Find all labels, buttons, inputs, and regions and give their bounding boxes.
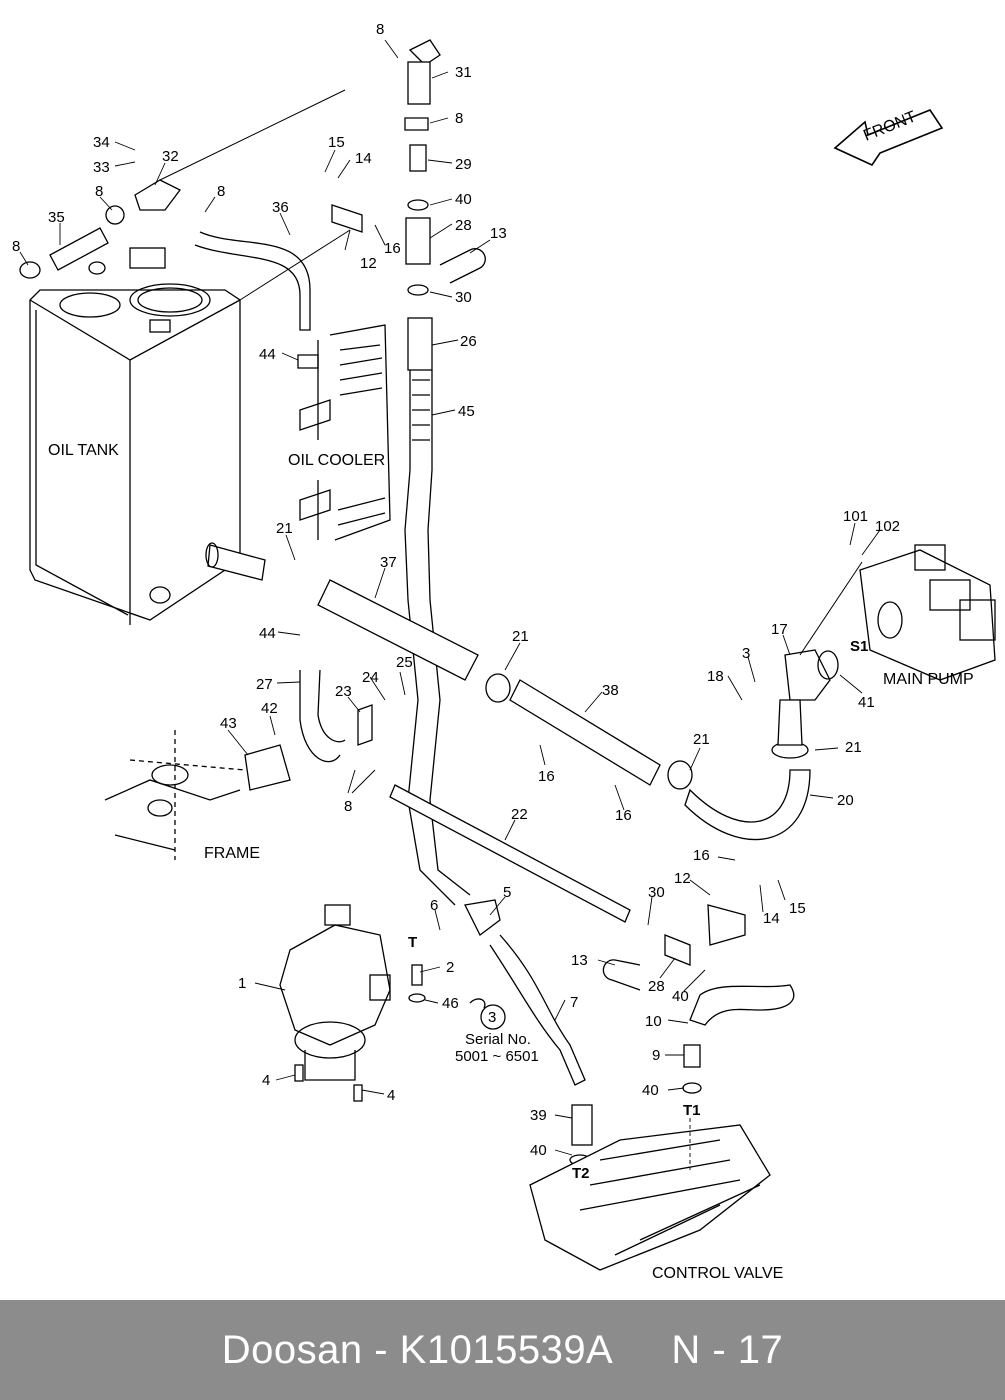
part-callout-18: 18 [707, 668, 724, 685]
part-callout-16: 16 [615, 807, 632, 824]
part-callout-9: 9 [652, 1047, 660, 1064]
part-callout-45: 45 [458, 403, 475, 420]
label-serial-range: 5001 ~ 6501 [455, 1048, 539, 1065]
part-callout-7: 7 [570, 994, 578, 1011]
footer-page-ref: N - 17 [671, 1327, 784, 1372]
part-callout-8: 8 [217, 183, 225, 200]
part-callout-14: 14 [763, 910, 780, 927]
footer-bar: Doosan - K1015539A N - 17 [0, 1300, 1005, 1400]
label-main-pump: MAIN PUMP [883, 671, 974, 688]
part-callout-20: 20 [837, 792, 854, 809]
part-callout-16: 16 [384, 240, 401, 257]
part-callout-27: 27 [256, 676, 273, 693]
part-callout-8: 8 [455, 110, 463, 127]
parts-diagram: OIL TANK OIL COOLER FRAME MAIN PUMP CONT… [12, 21, 996, 1282]
part-callout-46: 46 [442, 995, 459, 1012]
part-callout-5: 5 [503, 884, 511, 901]
part-callout-24: 24 [362, 669, 379, 686]
part-callout-12: 12 [360, 255, 377, 272]
part-callout-38: 38 [602, 682, 619, 699]
part-callout-37: 37 [380, 554, 397, 571]
footer-brand: Doosan [221, 1327, 363, 1372]
part-callout-23: 23 [335, 683, 352, 700]
part-callout-4: 4 [262, 1072, 270, 1089]
part-callout-8: 8 [12, 238, 20, 255]
part-callout-17: 17 [771, 621, 788, 638]
part-callout-44: 44 [259, 346, 276, 363]
part-callout-12: 12 [674, 870, 691, 887]
part-callout-33: 33 [93, 159, 110, 176]
label-port-t1: T1 [683, 1102, 701, 1119]
part-callout-40: 40 [672, 988, 689, 1005]
part-callout-32: 32 [162, 148, 179, 165]
label-port-t: T [408, 934, 417, 951]
footer-gap [613, 1328, 671, 1373]
part-callout-25: 25 [396, 654, 413, 671]
part-callout-44: 44 [259, 625, 276, 642]
label-circle-ref: 3 [488, 1009, 496, 1026]
part-callout-21: 21 [276, 520, 293, 537]
main-pump [859, 544, 996, 681]
part-callout-3: 3 [742, 645, 750, 662]
diagram-labels: OIL TANK OIL COOLER FRAME MAIN PUMP CONT… [48, 108, 974, 1282]
part-callout-14: 14 [355, 150, 372, 167]
control-valve [529, 1124, 771, 1271]
part-callout-6: 6 [430, 897, 438, 914]
part-callout-30: 30 [648, 884, 665, 901]
footer-part-number: K1015539A [399, 1327, 614, 1372]
label-frame: FRAME [204, 845, 260, 862]
part-callout-15: 15 [789, 900, 806, 917]
part-callout-34: 34 [93, 134, 110, 151]
part-callout-29: 29 [455, 156, 472, 173]
part-callout-21: 21 [693, 731, 710, 748]
part-callout-21: 21 [845, 739, 862, 756]
oil-tank [29, 247, 241, 625]
part-callout-10: 10 [645, 1013, 662, 1030]
swing-motor [279, 904, 391, 1081]
hydraulic-piping-diagram: OIL TANK OIL COOLER FRAME MAIN PUMP CONT… [12, 21, 996, 1282]
part-callout-26: 26 [460, 333, 477, 350]
part-callout-36: 36 [272, 199, 289, 216]
part-callout-101: 101 [843, 508, 868, 525]
part-callout-40: 40 [455, 191, 472, 208]
label-serial-no: Serial No. [465, 1031, 531, 1048]
label-control-valve: CONTROL VALVE [652, 1265, 783, 1282]
part-callout-35: 35 [48, 209, 65, 226]
oil-cooler [299, 324, 391, 541]
part-callout-41: 41 [858, 694, 875, 711]
part-callout-2: 2 [446, 959, 454, 976]
label-oil-cooler: OIL COOLER [288, 452, 385, 469]
part-callout-22: 22 [511, 806, 528, 823]
part-callout-30: 30 [455, 289, 472, 306]
part-callout-28: 28 [648, 978, 665, 995]
part-callout-8: 8 [344, 798, 352, 815]
part-callout-42: 42 [261, 700, 278, 717]
part-callout-16: 16 [693, 847, 710, 864]
part-callout-40: 40 [530, 1142, 547, 1159]
label-port-t2: T2 [572, 1165, 590, 1182]
part-callout-4: 4 [387, 1087, 395, 1104]
part-callout-102: 102 [875, 518, 900, 535]
label-oil-tank: OIL TANK [48, 442, 119, 459]
part-callout-21: 21 [512, 628, 529, 645]
footer-separator: - [362, 1327, 400, 1372]
part-callout-40: 40 [642, 1082, 659, 1099]
part-callout-13: 13 [571, 952, 588, 969]
part-callout-43: 43 [220, 715, 237, 732]
part-callout-1: 1 [238, 975, 246, 992]
part-callout-8: 8 [376, 21, 384, 38]
part-callout-28: 28 [455, 217, 472, 234]
part-callout-39: 39 [530, 1107, 547, 1124]
part-callout-8: 8 [95, 183, 103, 200]
part-callout-15: 15 [328, 134, 345, 151]
part-callout-16: 16 [538, 768, 555, 785]
part-callout-13: 13 [490, 225, 507, 242]
label-port-s1: S1 [850, 638, 868, 655]
part-callout-31: 31 [455, 64, 472, 81]
